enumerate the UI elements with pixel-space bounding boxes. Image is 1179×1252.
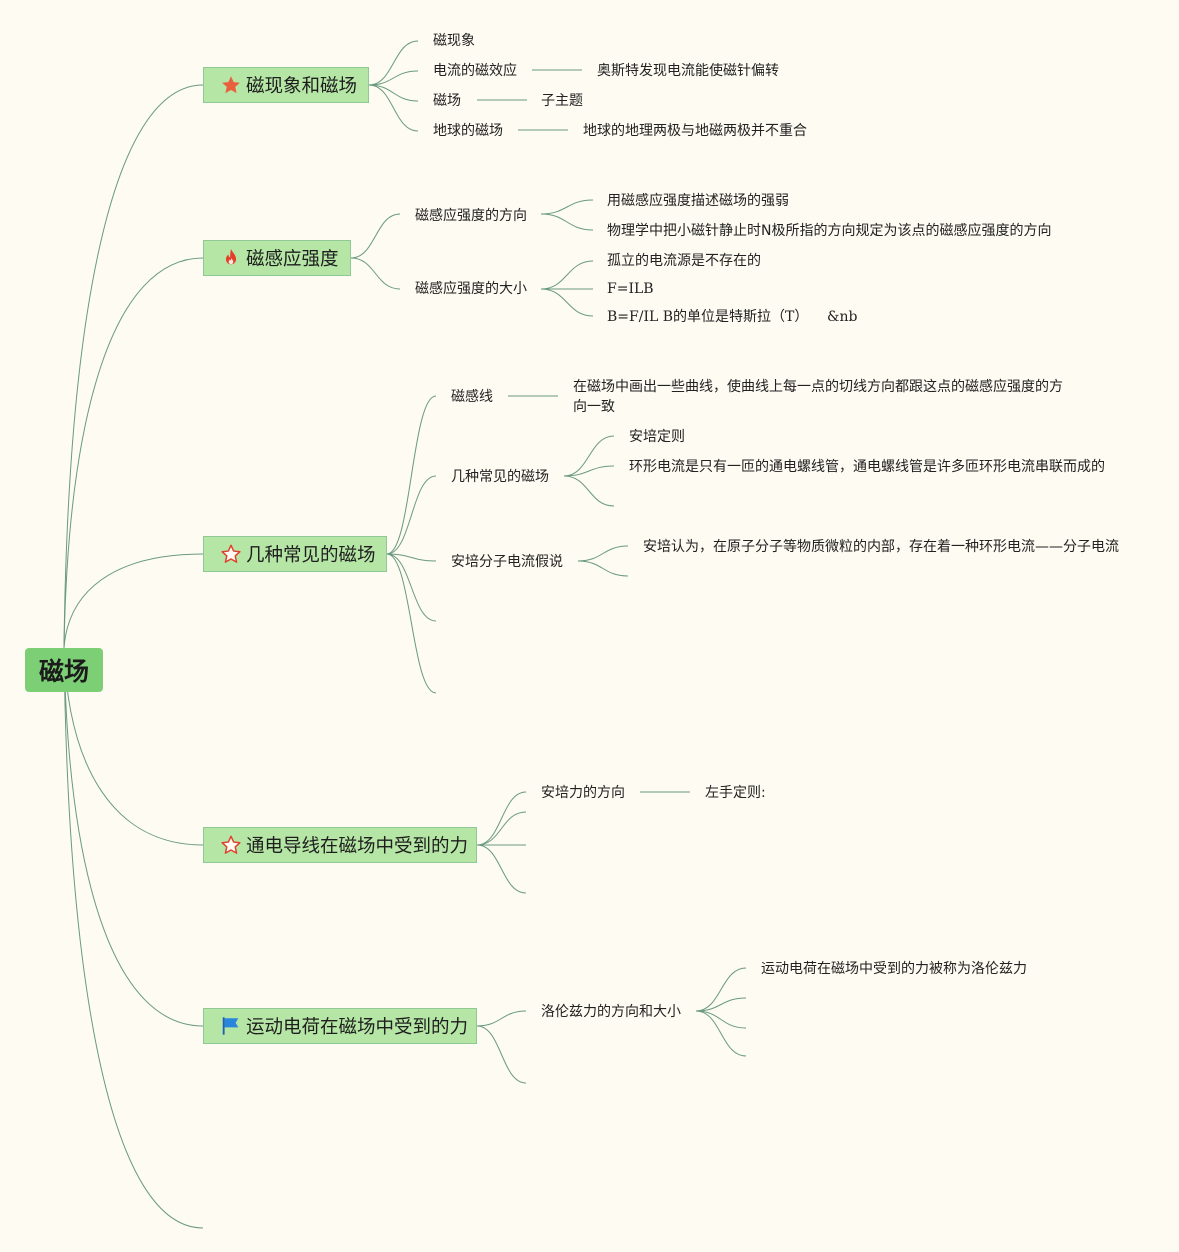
detail-node[interactable]: 地球的地理两极与地磁两极并不重合 (583, 123, 807, 139)
detail-node[interactable]: F=ILB (607, 281, 654, 297)
topic-label: 磁感应强度 (246, 249, 339, 270)
subtopic[interactable]: 安培力的方向 (541, 785, 625, 801)
connector-line (540, 213, 594, 231)
connector-line (476, 1025, 527, 1084)
connector-line (350, 213, 401, 259)
connector-line (386, 553, 437, 622)
connector-line (63, 553, 204, 649)
connector-line (368, 84, 419, 132)
connector-line (63, 257, 204, 649)
flag-icon (220, 1015, 242, 1037)
connector-line (476, 844, 527, 894)
topic-force-on-current-wire[interactable]: 通电导线在磁场中受到的力 (203, 827, 477, 863)
detail-node[interactable]: 安培认为，在原子分子等物质微粒的内部，存在着一种环形电流——分子电流 (643, 539, 1119, 555)
detail-node[interactable]: 物理学中把小磁针静止时N极所指的方向规定为该点的磁感应强度的方向 (607, 223, 1052, 239)
root-node[interactable]: 磁场 (25, 648, 103, 692)
topic-label: 通电导线在磁场中受到的力 (246, 836, 469, 857)
connector-line (476, 791, 527, 846)
connector-line (386, 475, 437, 555)
connector-line (563, 465, 615, 477)
connector-line (563, 475, 615, 507)
subtopic[interactable]: 磁场 (433, 93, 461, 109)
connector-line (476, 1010, 527, 1027)
subtopic[interactable]: 几种常见的磁场 (451, 469, 549, 485)
star-filled-icon (220, 74, 242, 96)
connector-line (577, 545, 629, 562)
topic-label: 磁现象和磁场 (246, 76, 358, 97)
connector-line (63, 84, 204, 649)
detail-node[interactable]: 子主题 (541, 93, 583, 109)
detail-node[interactable]: 安培定则 (629, 429, 685, 445)
star-outline-icon (220, 543, 242, 565)
connector-line (386, 553, 437, 694)
connector-line (350, 257, 401, 290)
connector-line (368, 70, 419, 86)
detail-node[interactable]: 用磁感应强度描述磁场的强弱 (607, 193, 789, 209)
detail-node[interactable]: 孤立的电流源是不存在的 (607, 253, 761, 269)
subtopic[interactable]: 磁感线 (451, 389, 493, 405)
subtopic[interactable]: 安培分子电流假说 (451, 554, 563, 570)
detail-node[interactable]: 环形电流是只有一匝的通电螺线管，通电螺线管是许多匝环形电流串联而成的 (629, 459, 1105, 475)
connector-line (386, 553, 437, 562)
connector-line (386, 395, 437, 555)
topic-common-magnetic-fields[interactable]: 几种常见的磁场 (203, 536, 387, 572)
detail-node[interactable]: 奥斯特发现电流能使磁针偏转 (597, 63, 779, 79)
subtopic[interactable]: 地球的磁场 (433, 123, 503, 139)
detail-node[interactable]: B=F/IL B的单位是特斯拉（T） (607, 309, 809, 325)
subtopic[interactable]: 磁现象 (433, 33, 475, 49)
connector-line (540, 260, 594, 290)
connector-line (695, 1010, 747, 1057)
topic-force-on-moving-charge[interactable]: 运动电荷在磁场中受到的力 (203, 1008, 477, 1044)
connector-line (695, 1010, 747, 1029)
subtopic[interactable]: 电流的磁效应 (433, 63, 517, 79)
connector-line (63, 647, 204, 1027)
topic-label: 几种常见的磁场 (246, 545, 376, 566)
connector-line (476, 811, 527, 846)
connector-line (695, 997, 747, 1012)
topic-magnetic-phenomena[interactable]: 磁现象和磁场 (203, 67, 369, 103)
fire-icon (220, 247, 242, 269)
connector-line (540, 288, 594, 317)
subtopic[interactable]: 磁感应强度的方向 (415, 208, 527, 224)
connector-line (563, 435, 615, 477)
detail-node[interactable]: 在磁场中画出一些曲线，使曲线上每一点的切线方向都跟这点的磁感应强度的方向一致 (573, 379, 1063, 415)
connector-line (540, 199, 594, 215)
connector-line (368, 84, 419, 102)
detail-node[interactable]: &nb (827, 309, 858, 325)
connector-line (695, 967, 747, 1012)
detail-node[interactable]: 运动电荷在磁场中受到的力被称为洛伦兹力 (761, 961, 1027, 977)
topic-label: 运动电荷在磁场中受到的力 (246, 1017, 469, 1038)
connector-line (63, 647, 204, 1229)
connector-line (368, 40, 419, 86)
subtopic[interactable]: 磁感应强度的大小 (415, 281, 527, 297)
star-outline-icon (220, 834, 242, 856)
topic-magnetic-induction[interactable]: 磁感应强度 (203, 240, 351, 276)
detail-node[interactable]: 左手定则: (705, 785, 766, 801)
connector-line (577, 560, 629, 577)
subtopic[interactable]: 洛伦兹力的方向和大小 (541, 1004, 681, 1020)
